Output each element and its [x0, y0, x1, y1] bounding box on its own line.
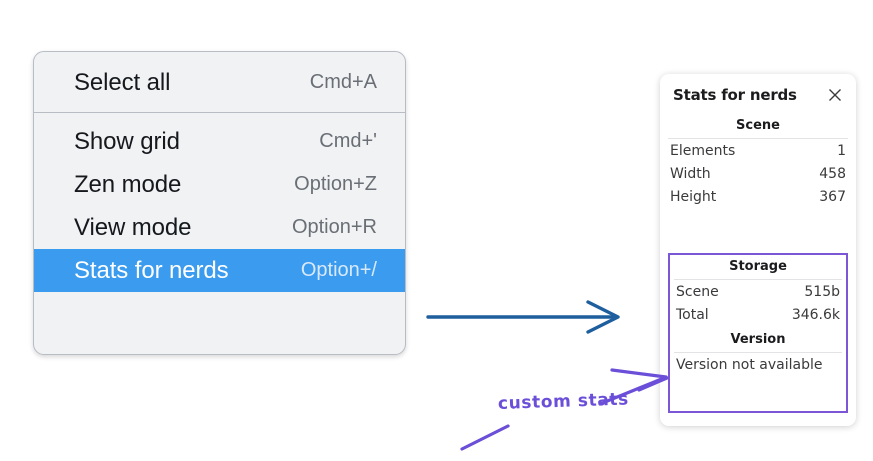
stats-section-heading: Storage [729, 259, 787, 274]
canvas-context-menu[interactable]: Select all Cmd+A Show grid Cmd+' Zen mod… [33, 51, 406, 355]
menu-item-label: Stats for nerds [74, 256, 229, 284]
stats-panel-header: Stats for nerds [660, 74, 856, 110]
menu-item-shortcut: Cmd+A [309, 71, 377, 93]
stats-row-key: Width [670, 165, 711, 182]
menu-item-label: View mode [74, 213, 192, 241]
stats-divider [668, 138, 848, 139]
stats-section-scene: Scene Elements 1 Width 458 Height 367 [660, 110, 856, 208]
stats-section-heading: Scene [736, 118, 780, 133]
stats-row-value: 1 [837, 142, 846, 159]
menu-item-shortcut: Option+Z [294, 173, 377, 195]
menu-item-stats-for-nerds[interactable]: Stats for nerds Option+/ [34, 249, 405, 292]
menu-item-show-grid[interactable]: Show grid Cmd+' [34, 120, 405, 163]
stats-row-value: 458 [819, 165, 846, 182]
menu-separator [34, 112, 405, 113]
stats-row-storage-total: Total 346.6k [668, 303, 848, 326]
menu-item-label: Show grid [74, 127, 180, 155]
stats-row-value: 515b [804, 283, 840, 300]
stats-row-key: Elements [670, 142, 736, 159]
stats-section-heading: Version [730, 332, 786, 347]
stats-row-height: Height 367 [660, 185, 856, 208]
menu-bottom-padding [34, 292, 405, 314]
stats-row-elements: Elements 1 [660, 139, 856, 162]
menu-group-selection: Select all Cmd+A [34, 52, 405, 112]
custom-stats-annotation-label: custom stats [497, 389, 630, 414]
stats-row-key: Total [676, 306, 709, 323]
menu-item-select-all[interactable]: Select all Cmd+A [34, 61, 405, 104]
stats-row-width: Width 458 [660, 162, 856, 185]
close-icon[interactable] [826, 86, 844, 104]
menu-item-label: Zen mode [74, 170, 182, 198]
stats-panel-title: Stats for nerds [673, 86, 797, 104]
menu-item-zen-mode[interactable]: Zen mode Option+Z [34, 163, 405, 206]
custom-stats-tail-icon [460, 424, 510, 451]
menu-item-shortcut: Option+R [291, 216, 377, 238]
stats-custom-sections: Storage Scene 515b Total 346.6k Version … [668, 253, 848, 413]
stats-row-storage-scene: Scene 515b [668, 280, 848, 303]
flow-arrow-icon [426, 300, 620, 334]
stats-row-value: 346.6k [791, 306, 840, 323]
stats-row-value: 367 [819, 188, 846, 205]
stats-divider [674, 279, 842, 280]
stats-divider [674, 352, 842, 353]
stats-row-key: Scene [676, 283, 719, 300]
menu-item-label: Select all [74, 68, 171, 96]
menu-item-shortcut: Cmd+' [319, 130, 377, 152]
stats-version-note: Version not available [676, 357, 823, 373]
menu-item-shortcut: Option+/ [300, 259, 377, 281]
stats-for-nerds-panel[interactable]: Stats for nerds Scene Elements 1 Width 4… [660, 74, 856, 426]
menu-group-view: Show grid Cmd+' Zen mode Option+Z View m… [34, 113, 405, 292]
stats-row-key: Height [670, 188, 717, 205]
menu-item-view-mode[interactable]: View mode Option+R [34, 206, 405, 249]
